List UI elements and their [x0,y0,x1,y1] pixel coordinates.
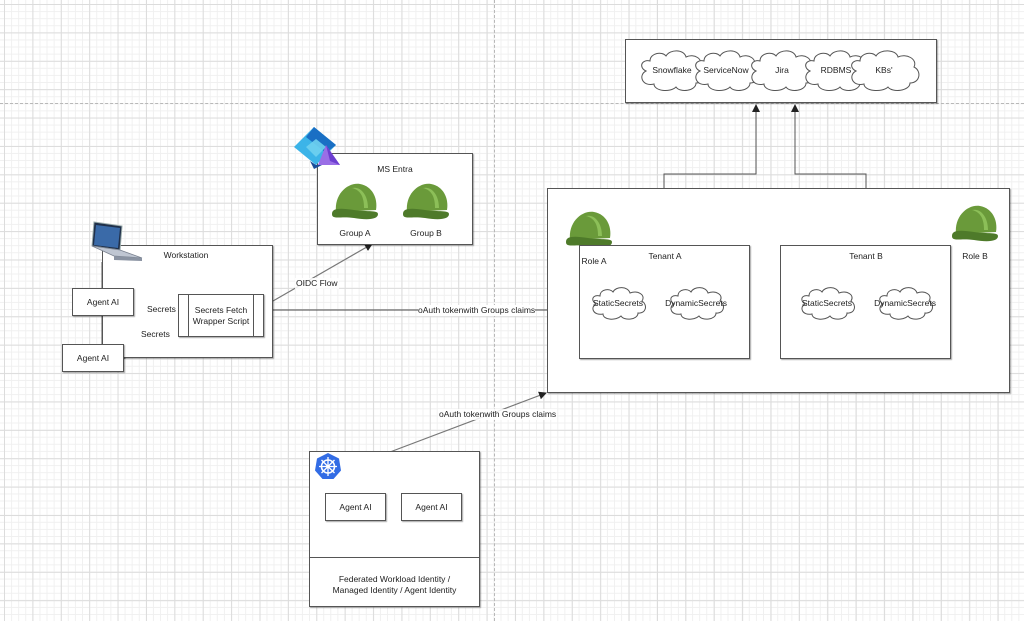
datasource-kbs[interactable]: KBs' [846,47,922,93]
agent-ai-label: Agent AI [339,502,372,512]
tenant-b-title: Tenant B [849,251,883,261]
k8s-agent-ai-1[interactable]: Agent AI [325,493,386,521]
entra-id-icon [292,125,344,175]
ms-entra-title: MS Entra [377,164,413,174]
role-a-label: Role A [581,256,607,266]
oidc-flow-edge[interactable] [272,243,373,302]
kubernetes-cluster-box[interactable] [309,451,480,607]
page-break-horizontal [0,103,1024,104]
agent-ai-label: Agent AI [86,297,120,307]
helmet-icon-group-a [330,180,380,224]
datasource-jira[interactable]: Jira [746,47,818,93]
identity-line-2: Managed Identity / Agent Identity [332,585,457,595]
identity-line-1: Federated Workload Identity / [338,574,451,584]
tenant-a-title: Tenant A [648,251,682,261]
datasource-snowflake[interactable]: Snowflake [636,47,708,93]
cloud-shape [851,50,920,92]
cloud-shape [641,50,706,92]
agent-ai-top[interactable]: Agent AI [72,288,134,316]
datasource-label: KBs' [875,64,893,75]
agent-ai-label: Agent AI [76,353,110,363]
workstation-title: Workstation [163,250,209,260]
wrapper-line-2: Wrapper Script [192,316,250,326]
subprocess-bar-right [253,295,254,336]
secrets-label-top: Secrets [146,304,177,315]
datasource-label: Snowflake [652,64,692,75]
secrets-label-bottom: Secrets [140,329,171,340]
oauth-k8s-label: oAuth tokenwith Groups claims [438,409,558,420]
oidc-flow-label: OIDC Flow [295,278,339,289]
k8s-agent-ai-2[interactable]: Agent AI [401,493,462,521]
oauth-k8s-edge[interactable] [389,391,547,453]
group-b-label: Group B [410,228,442,238]
datasource-servicenow[interactable]: ServiceNow [690,47,762,93]
helmet-icon-group-b [401,180,451,224]
subprocess-bar-left [188,295,189,336]
cloud-shape [592,287,646,320]
agent-ai-bottom[interactable]: Agent AI [62,344,124,372]
helmet-icon-role-a [564,208,614,252]
cloud-shape [695,50,760,92]
kubernetes-icon [314,452,342,480]
datasource-label: RDBMS [820,64,852,75]
helmet-icon-role-b [950,202,1000,246]
kubernetes-divider [309,557,480,558]
laptop-icon [86,220,144,268]
datasource-label: ServiceNow [703,64,749,75]
cloud-shape [801,287,855,320]
secrets-fetch-wrapper-script[interactable]: Secrets Fetch Wrapper Script [178,294,264,337]
cloud-shape [751,50,816,92]
role-b-label: Role B [962,251,988,261]
oauth-workstation-label: oAuth tokenwith Groups claims [418,305,536,316]
datasource-label: Jira [775,64,789,75]
agent-ai-label: Agent AI [415,502,448,512]
group-a-label: Group A [339,228,371,238]
cloud-shape [879,287,933,320]
wrapper-line-1: Secrets Fetch [194,305,248,315]
cloud-shape [670,287,724,320]
